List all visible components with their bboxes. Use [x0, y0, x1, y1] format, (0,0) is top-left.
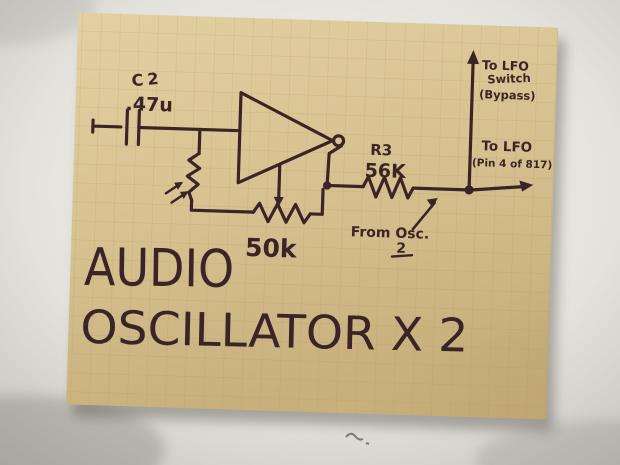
arrowhead-right-lfo-pin [519, 180, 534, 192]
pot-wiper-line [277, 163, 282, 199]
to-lfo-pin-line1: To LFO [481, 138, 532, 156]
from-osc-line2: 2 [396, 241, 406, 257]
corner-shadow-bottom-right [475, 420, 620, 465]
wire-ldr-to-pot [189, 198, 255, 214]
photoresistor-symbol [185, 151, 202, 202]
cap-ref-label: C2 [131, 69, 163, 91]
junctions-and-arrowheads [174, 49, 534, 208]
to-lfo-switch-line3: (Bypass) [479, 87, 536, 103]
resistor-r3-symbol [361, 175, 415, 200]
opamp-symbol [236, 91, 335, 185]
res-value-label: 56K [364, 160, 407, 183]
arrowhead-from-osc [426, 197, 438, 208]
wire-output-right [411, 186, 469, 192]
to-lfo-switch-line1: To LFO [482, 57, 529, 73]
junction-dot-branch [464, 185, 474, 195]
handwritten-labels: C2 .47u R3 56K 50k To LFO Switch (Bypass… [80, 57, 553, 363]
res-ref-label: R3 [370, 141, 393, 160]
opamp-output-bubble [331, 134, 346, 148]
arrowhead-up-lfo-switch [467, 49, 480, 65]
from-osc-underline [390, 253, 414, 258]
title-line1: AUDIO [84, 238, 235, 300]
potentiometer-symbol [251, 201, 312, 225]
corner-shadow-top-left [0, 0, 95, 45]
arrowhead-pot-wiper [273, 196, 284, 207]
wire-junction-down [197, 127, 202, 156]
from-osc-arrow-line [411, 201, 436, 231]
wire-to-lfo-pin [469, 185, 525, 192]
to-lfo-switch-line2: Switch [487, 71, 531, 87]
to-lfo-pin-line2: (Pin 4 of 817) [472, 157, 553, 172]
graph-paper-shading [66, 12, 559, 420]
junction-dot-output [322, 181, 332, 190]
wire-opamp-output-down [325, 144, 344, 186]
wire-output-left [325, 183, 365, 189]
arrowhead-ldr-1 [174, 181, 184, 190]
pot-value-label: 50k [245, 233, 299, 264]
wire-pot-to-output-node [308, 187, 325, 216]
desk-mark-squiggle [345, 432, 364, 441]
from-osc-line1: From Osc. [350, 224, 429, 242]
capacitor-symbol [91, 108, 142, 147]
desk-mark-dot [365, 442, 370, 445]
wire-cap-to-opamp [137, 125, 242, 133]
desk-marks [345, 432, 370, 445]
cap-value-label: .47u [125, 93, 173, 116]
arrowhead-ldr-2 [179, 191, 189, 199]
title-line2: OSCILLATOR X 2 [80, 300, 469, 363]
circuit-drawing [91, 49, 534, 258]
wire-to-lfo-switch [467, 61, 475, 190]
